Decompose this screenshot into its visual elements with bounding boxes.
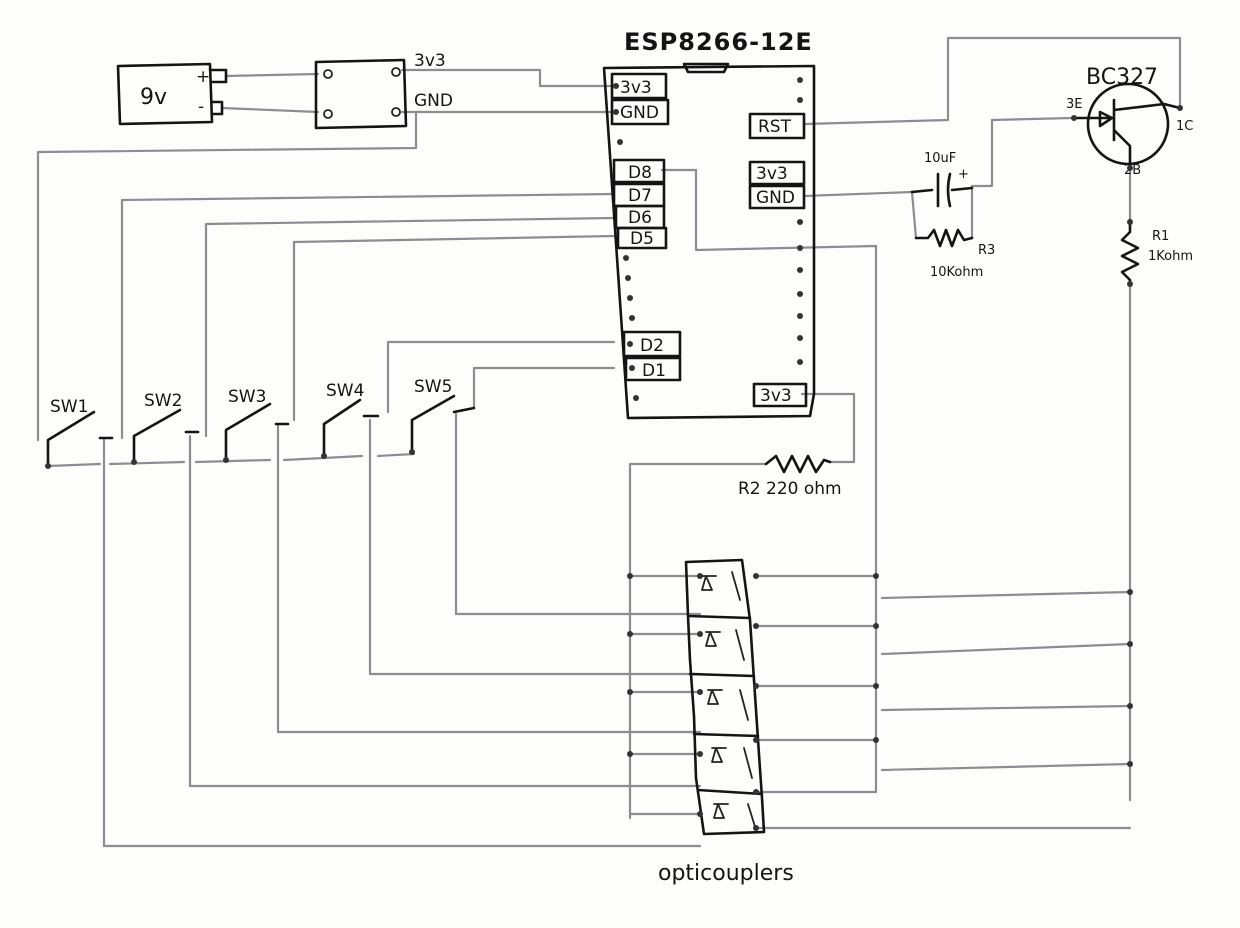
switch-sw4: SW4 xyxy=(321,381,380,459)
r2-label: R2 220 ohm xyxy=(738,479,842,499)
optocoupler-label: opticouplers xyxy=(658,861,794,886)
sw3-label: SW3 xyxy=(228,387,266,407)
optocoupler-stack: opticouplers xyxy=(627,558,1133,886)
battery-label: 9v xyxy=(140,85,167,110)
esp8266-module: ESP8266-12E 3v3 GND D8 D7 D6 D5 D2 D1 RS… xyxy=(602,28,816,420)
transistor-emitter: 3E xyxy=(1066,97,1083,112)
switch-sw1: SW1 xyxy=(45,397,114,469)
pin-left-gnd: GND xyxy=(620,103,659,123)
pin-rst: RST xyxy=(758,117,792,137)
resistor-r2: R2 220 ohm xyxy=(738,454,842,499)
r1-value: 1Kohm xyxy=(1148,249,1193,264)
pin-d5: D5 xyxy=(630,229,654,249)
resistor-r3: R3 10Kohm xyxy=(914,228,995,280)
transistor-base: 2B xyxy=(1124,163,1141,178)
sw5-label: SW5 xyxy=(414,377,452,397)
wires xyxy=(36,36,1182,848)
switch-sw5: SW5 xyxy=(409,377,476,455)
pin-right-3v3-bottom: 3v3 xyxy=(760,386,792,406)
transistor-collector: 1C xyxy=(1176,119,1193,134)
pin-right-3v3: 3v3 xyxy=(756,164,788,184)
capacitor: 10uF + xyxy=(910,151,974,208)
pin-d7: D7 xyxy=(628,186,652,206)
battery: 9v + - xyxy=(116,62,228,126)
capacitor-polarity: + xyxy=(958,167,969,182)
transistor-bc327: BC327 3E 1C 2B xyxy=(1066,65,1193,178)
switches: SW1 SW2 SW3 SW4 SW5 xyxy=(45,377,476,469)
sw4-label: SW4 xyxy=(326,381,364,401)
regulator-out-label: 3v3 xyxy=(414,51,446,71)
battery-minus-label: - xyxy=(198,97,204,117)
r1-name: R1 xyxy=(1152,229,1169,244)
switch-sw2: SW2 xyxy=(131,391,200,465)
sw1-label: SW1 xyxy=(50,397,88,417)
pin-right-gnd: GND xyxy=(756,188,795,208)
r3-value: 10Kohm xyxy=(930,265,983,280)
resistor-r1: R1 1Kohm xyxy=(1120,218,1193,287)
voltage-regulator: 3v3 GND xyxy=(314,51,453,130)
capacitor-value: 10uF xyxy=(924,151,956,166)
pin-d8: D8 xyxy=(628,163,652,183)
regulator-gnd-label: GND xyxy=(414,91,453,111)
transistor-name: BC327 xyxy=(1086,65,1158,90)
switch-sw3: SW3 xyxy=(223,387,290,463)
pin-d6: D6 xyxy=(628,208,652,228)
battery-plus-label: + xyxy=(196,67,210,87)
pin-d1: D1 xyxy=(642,361,666,381)
module-title: ESP8266-12E xyxy=(624,28,813,56)
pin-left-3v3: 3v3 xyxy=(620,78,652,98)
pin-d2: D2 xyxy=(640,336,664,356)
sw2-label: SW2 xyxy=(144,391,182,411)
r3-name: R3 xyxy=(978,243,995,258)
